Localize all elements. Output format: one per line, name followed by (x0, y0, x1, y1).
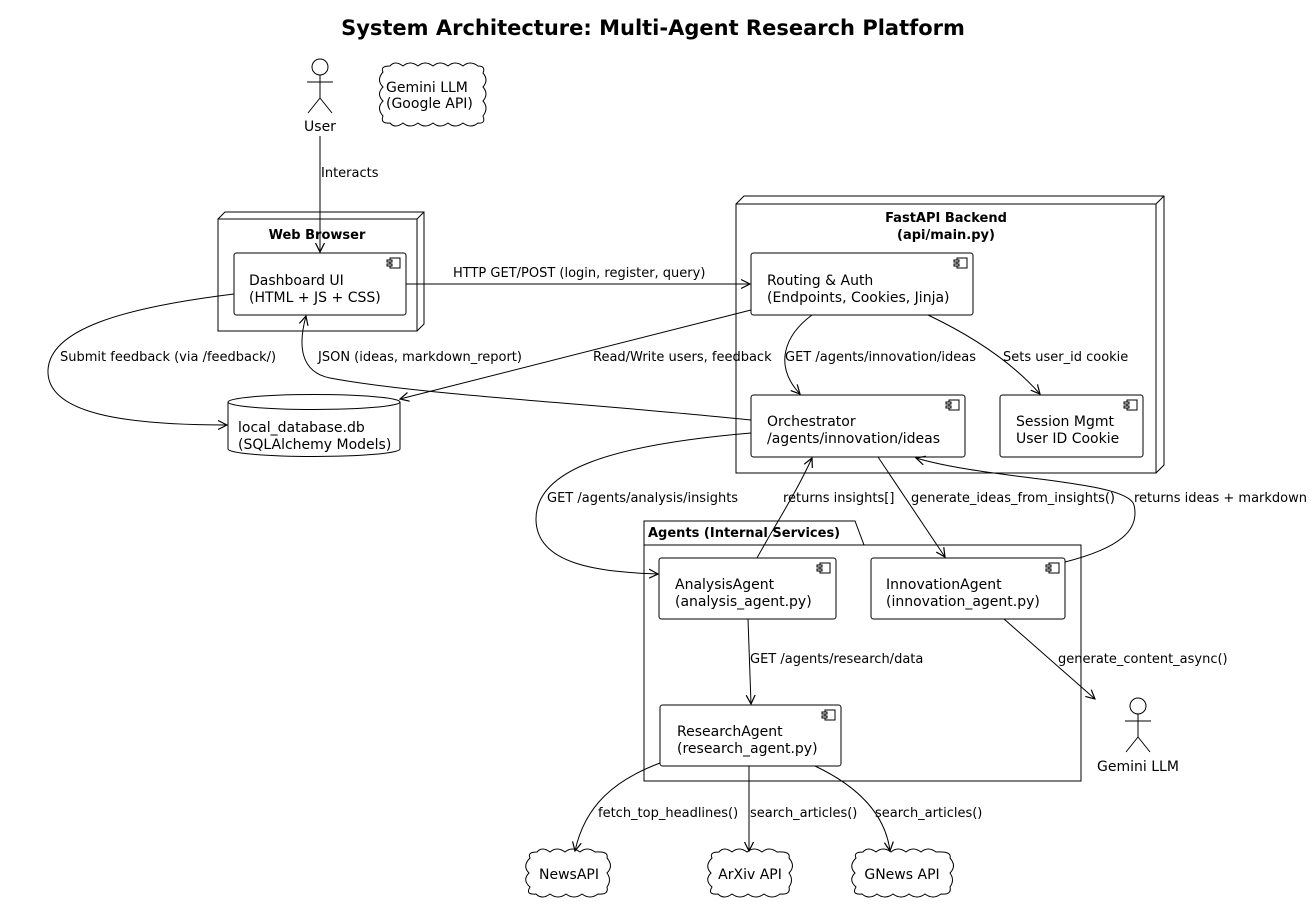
research-agent-line2: (research_agent.py) (677, 741, 818, 757)
orchestrator-line2: /agents/innovation/ideas (767, 431, 940, 447)
research-agent-line1: ResearchAgent (677, 724, 783, 740)
edge-label-http: HTTP GET/POST (login, register, query) (453, 266, 705, 281)
edge-search-arxiv: search_articles() (749, 766, 857, 851)
edge-label-interacts: Interacts (321, 166, 379, 181)
analysis-agent-line1: AnalysisAgent (675, 577, 775, 593)
edge-label-get-insights: GET /agents/analysis/insights (547, 491, 738, 506)
newsapi-label: NewsAPI (539, 867, 599, 883)
edge-readwrite: Read/Write users, feedback (400, 309, 772, 399)
arxiv-api-cloud: ArXiv API (707, 848, 793, 898)
orchestrator-line1: Orchestrator (767, 414, 856, 430)
web-browser-title: Web Browser (269, 228, 366, 243)
edge-label-json: JSON (ideas, markdown_report) (317, 350, 522, 365)
edge-returns-insights: returns insights[] (756, 458, 894, 559)
stick-figure-icon (1125, 697, 1151, 753)
research-agent-component: ResearchAgent (research_agent.py) (659, 704, 842, 767)
gemini-cloud-line2: (Google API) (386, 96, 473, 112)
edge-label-readwrite: Read/Write users, feedback (593, 350, 772, 365)
user-actor-label: User (304, 119, 336, 135)
gnews-api-cloud: GNews API (851, 848, 954, 898)
edge-label-search-gnews: search_articles() (875, 806, 982, 821)
user-actor: User (304, 58, 336, 135)
edge-get-insights: GET /agents/analysis/insights (535, 432, 752, 574)
dashboard-ui-line1: Dashboard UI (249, 273, 344, 289)
newsapi-cloud: NewsAPI (525, 848, 611, 898)
edge-label-feedback: Submit feedback (via /feedback/) (60, 350, 276, 365)
edge-label-returns-insights: returns insights[] (783, 491, 894, 506)
edge-label-get-research: GET /agents/research/data (750, 652, 923, 667)
dashboard-ui-line2: (HTML + JS + CSS) (249, 290, 381, 306)
stick-figure-icon (307, 58, 333, 114)
edge-json: JSON (ideas, markdown_report) (302, 316, 752, 421)
routing-auth-line1: Routing & Auth (767, 273, 873, 289)
edge-feedback: Submit feedback (via /feedback/) (47, 293, 276, 425)
analysis-agent-line2: (analysis_agent.py) (675, 594, 812, 610)
edge-label-gen-ideas: generate_ideas_from_insights() (911, 491, 1115, 506)
database-line1: local_database.db (238, 420, 365, 436)
backend-title-line1: FastAPI Backend (885, 211, 1007, 226)
gemini-cloud-line1: Gemini LLM (386, 80, 468, 96)
session-mgmt-line2: User ID Cookie (1016, 431, 1119, 447)
edge-label-sets-cookie: Sets user_id cookie (1003, 350, 1128, 365)
backend-title-line2: (api/main.py) (897, 228, 995, 243)
edge-label-returns-ideas: returns ideas + markdown (1134, 491, 1307, 506)
edge-search-gnews: search_articles() (814, 765, 982, 851)
edge-sets-cookie: Sets user_id cookie (927, 314, 1128, 394)
edge-fetch-headlines: fetch_top_headlines() (575, 762, 738, 851)
edge-get-research: GET /agents/research/data (748, 618, 923, 704)
edge-label-fetch-headlines: fetch_top_headlines() (598, 806, 738, 821)
gemini-actor-label: Gemini LLM (1097, 759, 1179, 775)
routing-auth-line2: (Endpoints, Cookies, Jinja) (767, 290, 950, 306)
database-line2: (SQLAlchemy Models) (238, 437, 391, 453)
diagram-title: System Architecture: Multi-Agent Researc… (341, 16, 965, 40)
agents-package-title: Agents (Internal Services) (648, 526, 840, 541)
gnews-label: GNews API (864, 867, 939, 883)
dashboard-ui-component: Dashboard UI (HTML + JS + CSS) (233, 252, 407, 316)
gemini-llm-actor: Gemini LLM (1097, 697, 1179, 775)
session-mgmt-line1: Session Mgmt (1016, 414, 1114, 430)
edge-label-get-ideas: GET /agents/innovation/ideas (785, 350, 976, 365)
innovation-agent-component: InnovationAgent (innovation_agent.py) (870, 557, 1066, 620)
routing-auth-component: Routing & Auth (Endpoints, Cookies, Jinj… (750, 252, 974, 316)
gemini-google-api-cloud: Gemini LLM (Google API) (379, 62, 487, 127)
edge-returns-ideas: returns ideas + markdown (916, 458, 1307, 563)
edge-gen-ideas: generate_ideas_from_insights() (877, 456, 1115, 557)
edge-label-gen-content: generate_content_async() (1058, 652, 1228, 667)
edge-label-search-arxiv: search_articles() (750, 806, 857, 821)
local-database: local_database.db (SQLAlchemy Models) (227, 394, 401, 457)
innovation-agent-line1: InnovationAgent (886, 577, 1002, 593)
edge-http: HTTP GET/POST (login, register, query) (406, 266, 750, 284)
analysis-agent-component: AnalysisAgent (analysis_agent.py) (658, 557, 837, 620)
innovation-agent-line2: (innovation_agent.py) (886, 594, 1040, 610)
arxiv-label: ArXiv API (718, 867, 782, 883)
orchestrator-component: Orchestrator /agents/innovation/ideas (750, 394, 966, 458)
edge-interacts: Interacts (320, 136, 379, 252)
edge-get-ideas: GET /agents/innovation/ideas (784, 314, 976, 394)
edge-gen-content: generate_content_async() (1003, 618, 1228, 699)
session-mgmt-component: Session Mgmt User ID Cookie (999, 394, 1144, 458)
